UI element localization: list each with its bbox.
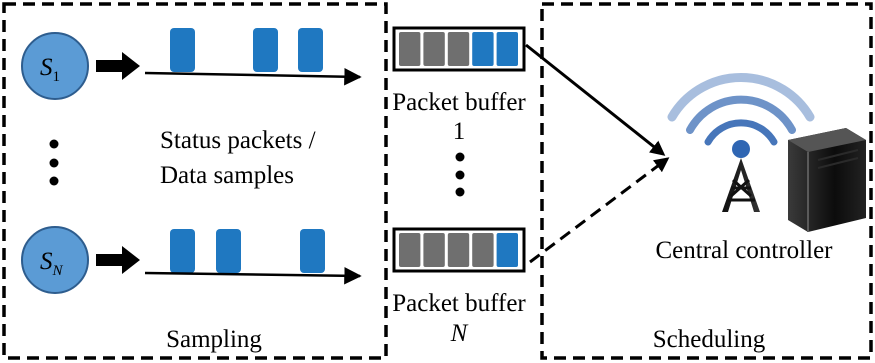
timeline-1 <box>144 67 362 86</box>
buffer-n-slot-empty <box>447 233 470 267</box>
buffer-1-slot-empty <box>447 32 470 66</box>
stream-1-packet <box>253 28 278 72</box>
schedule-arrow-buffer-n <box>529 157 670 264</box>
ellipsis-vertical-icon <box>49 139 59 186</box>
buffer-n-slot-empty <box>423 233 445 267</box>
buffer-n-slot-empty <box>399 233 421 267</box>
server-icon <box>788 128 866 232</box>
buffer-1-slot-filled <box>496 32 518 66</box>
buffer-n-slot-filled <box>496 233 518 267</box>
source-arrow-n <box>96 246 140 274</box>
controller-label: Central controller <box>655 237 833 264</box>
stream-1-packet <box>298 28 323 72</box>
buffer-1-label: Packet buffer <box>392 89 526 116</box>
stream-caption-line2: Data samples <box>160 162 294 189</box>
scheduling-label: Scheduling <box>653 326 766 353</box>
timeline-n <box>144 267 362 285</box>
source-node-n: SN <box>21 226 89 294</box>
packet-buffer-1 <box>392 26 526 72</box>
stream-n-packet <box>300 229 325 273</box>
sampling-label: Sampling <box>166 326 262 353</box>
stream-caption-line1: Status packets / <box>160 127 316 154</box>
buffer-1-slot-empty <box>423 32 445 66</box>
antenna-tower-icon <box>722 140 760 212</box>
wireless-signal-icon <box>667 73 815 146</box>
source-n-symbol: SN <box>40 248 64 279</box>
buffer-1-slot-empty <box>399 32 421 66</box>
buffer-1-slot-filled <box>472 32 494 66</box>
stream-n-packet <box>170 229 195 273</box>
sampling-region: Sampling <box>2 2 388 360</box>
source-node-1: S1 <box>21 32 89 100</box>
buffer-n-label: Packet buffer <box>392 290 526 317</box>
stream-n-packet <box>216 229 241 273</box>
buffer-n-index: N <box>450 320 469 347</box>
source-1-symbol: S1 <box>40 54 60 85</box>
packet-buffer-n <box>392 227 526 273</box>
buffer-1-index: 1 <box>453 118 466 145</box>
scheduling-region: Scheduling <box>540 2 873 360</box>
packet-stream-1 <box>144 28 362 86</box>
packet-stream-n <box>144 229 362 285</box>
ellipsis-vertical-icon <box>455 152 465 197</box>
buffer-n-slot-empty <box>472 233 494 267</box>
stream-1-packet <box>170 28 195 72</box>
source-arrow-1 <box>96 52 140 80</box>
schedule-arrow-buffer-1 <box>525 43 666 156</box>
